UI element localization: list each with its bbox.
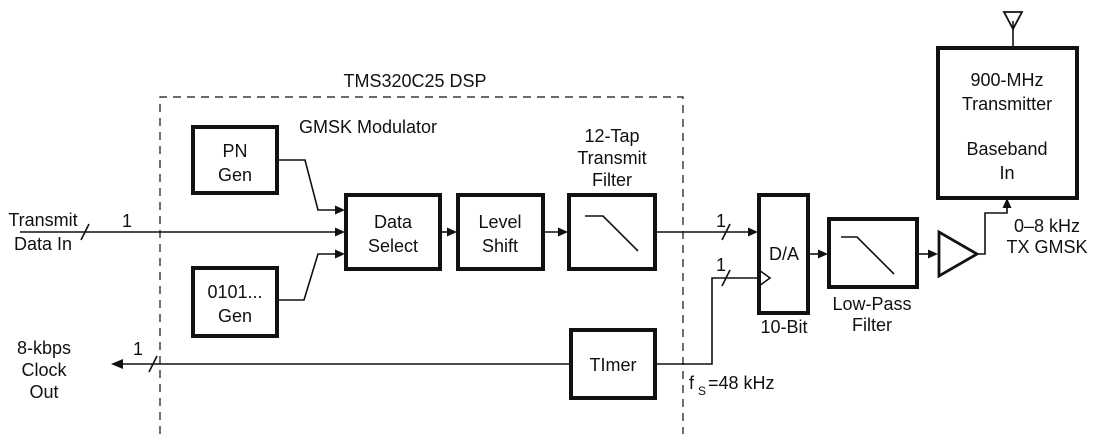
clock-out-bus-width: 1 <box>133 339 143 359</box>
timer-label: TImer <box>590 355 637 375</box>
signal-wires <box>20 21 1014 369</box>
timer-block: TImer <box>569 328 657 400</box>
level-shift-block: Level Shift <box>456 193 545 271</box>
clock-out-label-2: Clock <box>21 360 67 380</box>
lowpass-filter-block <box>827 217 919 289</box>
transmitter-block: 900-MHz Transmitter Baseband In <box>936 46 1079 200</box>
pn-gen-block: PN Gen <box>191 125 279 195</box>
dac-block: D/A <box>757 193 810 315</box>
clock-out-label-3: Out <box>29 382 58 402</box>
amplifier-icon <box>937 229 980 279</box>
input-bus-width: 1 <box>122 211 132 231</box>
transmitter-label-4: In <box>999 163 1014 183</box>
filter-title-1: 12-Tap <box>584 126 639 146</box>
level-shift-label-2: Shift <box>482 236 518 256</box>
sample-rate-label: f S =48 kHz <box>689 373 775 398</box>
filter-title-2: Transmit <box>577 148 646 168</box>
transmit-filter-block <box>567 193 657 271</box>
antenna-icon <box>1002 11 1024 31</box>
transmitter-label-1: 900-MHz <box>970 70 1043 90</box>
alternating-gen-block: 0101... Gen <box>191 266 279 338</box>
alt-gen-label-2: Gen <box>218 306 252 326</box>
level-shift-label-1: Level <box>478 212 521 232</box>
dac-bits-label: 10-Bit <box>760 317 807 337</box>
dac-label: D/A <box>769 244 799 264</box>
transmitter-label-2: Transmitter <box>962 94 1052 114</box>
output-band-label-2: TX GMSK <box>1006 237 1087 257</box>
pn-gen-label-2: Gen <box>218 165 252 185</box>
dsp-title: TMS320C25 DSP <box>343 71 486 91</box>
lowpass-label-2: Filter <box>852 315 892 335</box>
data-select-label-1: Data <box>374 212 413 232</box>
clock-input-chevron-icon <box>758 269 772 287</box>
input-label-2: Data In <box>14 234 72 254</box>
filter-bus-width: 1 <box>716 211 726 231</box>
fs-symbol: f <box>689 373 695 393</box>
filter-title-3: Filter <box>592 170 632 190</box>
transmitter-label-3: Baseband <box>966 139 1047 159</box>
filter-response-icon <box>585 215 639 252</box>
bus-width-markers <box>80 223 731 373</box>
alt-gen-label-1: 0101... <box>207 282 262 302</box>
clock-bus-width: 1 <box>716 255 726 275</box>
output-band-label-1: 0–8 kHz <box>1014 216 1080 236</box>
input-label-1: Transmit <box>8 210 77 230</box>
dsp-boundary <box>159 96 684 434</box>
modulator-title: GMSK Modulator <box>299 117 437 137</box>
lowpass-label-1: Low-Pass <box>832 294 911 314</box>
lowpass-response-icon <box>841 236 895 275</box>
clock-out-label-1: 8-kbps <box>17 338 71 358</box>
data-select-block: Data Select <box>344 193 442 271</box>
pn-gen-label-1: PN <box>222 141 247 161</box>
data-select-label-2: Select <box>368 236 418 256</box>
fs-subscript: S <box>698 384 706 398</box>
fs-value: =48 kHz <box>708 373 775 393</box>
